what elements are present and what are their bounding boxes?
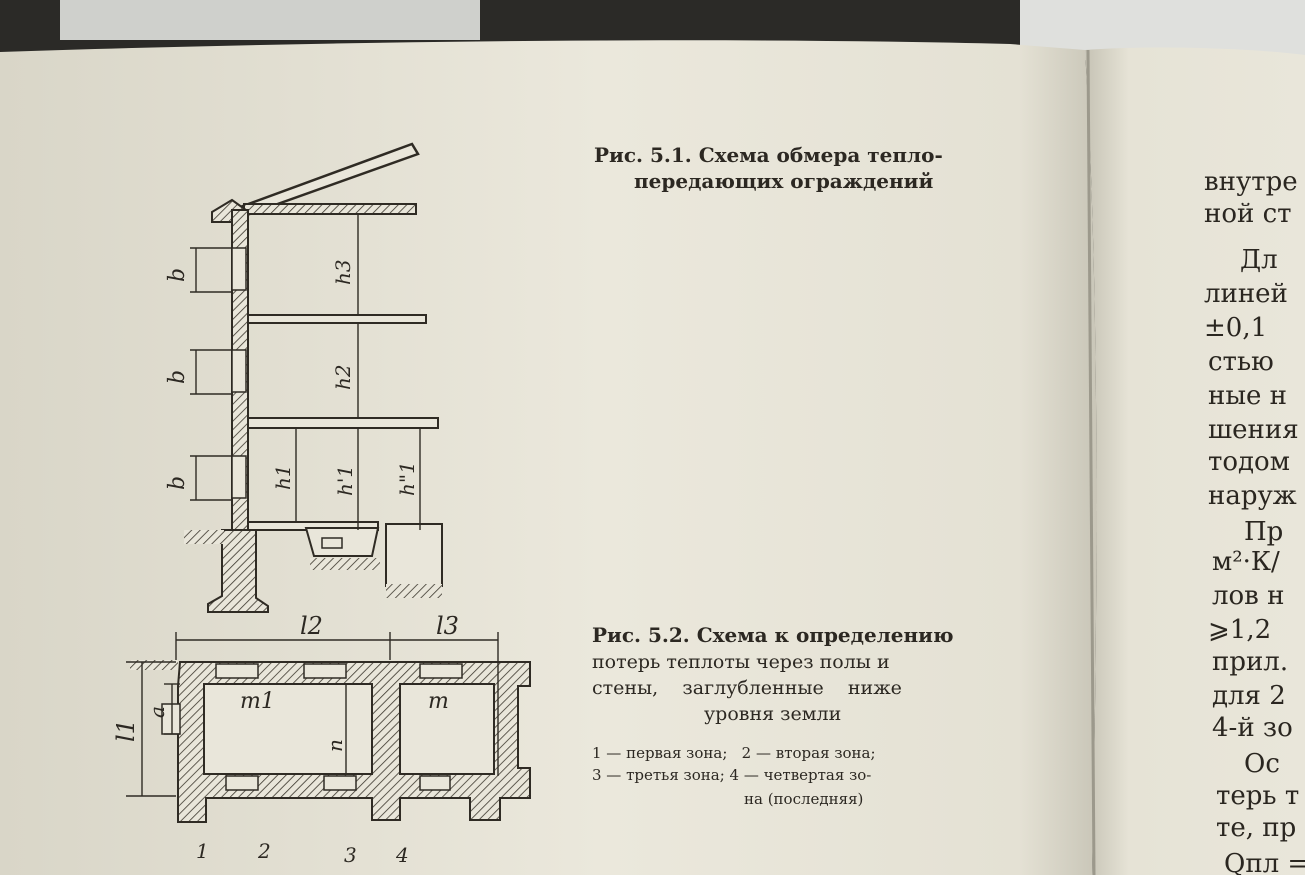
fig2-label-l1: l1 [112, 719, 140, 742]
fig2-legend-line2: 3 — третья зона; 4 — четвертая зо- [592, 766, 871, 784]
fig2-caption-line4: уровня земли [704, 703, 841, 725]
right-page-text: внутре ной ст Дл линей ±0,1 стью ные н ш… [1204, 167, 1305, 875]
basement-bottom [386, 584, 442, 598]
right-line-6: стью [1208, 347, 1274, 377]
basement-pit [385, 523, 443, 587]
attic-slab [243, 203, 417, 215]
window-2 [231, 349, 247, 393]
floor-slab-2 [247, 417, 439, 429]
fig2-label-l2: l2 [300, 612, 323, 640]
channel-pipe [321, 537, 343, 549]
fig2-legend-line3: на (последняя) [744, 790, 863, 808]
fig1-label-h3: h3 [331, 259, 355, 285]
window-1 [231, 455, 247, 499]
right-line-14: ⩾1,2 [1208, 615, 1271, 645]
right-line-16: для 2 [1212, 681, 1286, 711]
plan-windows [215, 663, 463, 791]
zone-number-2: 2 [257, 839, 271, 863]
right-line-12: м²·К/ [1212, 547, 1280, 577]
figure-5-2-drawing [126, 632, 531, 823]
right-line-8: шения [1208, 415, 1299, 445]
figure-5-1-drawing [184, 142, 443, 613]
plan-ground-left [130, 660, 178, 670]
fig2-label-l3: l3 [436, 612, 459, 640]
right-line-18: Ос [1244, 749, 1280, 779]
right-line-13: лов н [1212, 581, 1284, 611]
right-line-5: ±0,1 [1204, 313, 1267, 343]
right-line-20: те, пр [1216, 813, 1296, 843]
background-paper-stack [60, 0, 480, 40]
plan-room-1 [203, 683, 373, 775]
book-gutter [1086, 49, 1096, 875]
right-line-1: внутре [1204, 167, 1298, 197]
right-line-3: Дл [1240, 245, 1278, 275]
fig1-label-b-1: b [165, 476, 190, 490]
zone-number-4: 4 [395, 843, 409, 867]
zone-number-1: 1 [196, 839, 209, 863]
right-line-19: терь т [1216, 781, 1299, 811]
fig1-label-h1: h1 [271, 464, 295, 490]
fig1-caption-line2: передающих ограждений [634, 169, 933, 193]
dimension-lines [190, 214, 421, 530]
right-line-11: Пр [1244, 517, 1283, 547]
foundation [207, 529, 269, 613]
ground-line-left [184, 530, 224, 544]
ground-under-channel [310, 558, 380, 570]
fig1-label-b-3: b [165, 268, 190, 282]
fig2-caption-line1: Рис. 5.2. Схема к определению [592, 623, 954, 647]
fig2-label-n: n [323, 739, 347, 752]
fig1-label-h1-prime: h'1 [333, 465, 357, 496]
fig2-label-a: a [145, 706, 169, 718]
right-line-10: наруж [1208, 481, 1297, 511]
fig1-label-b-2: b [165, 370, 190, 384]
floor-slab-3 [247, 314, 427, 324]
right-line-2: ной ст [1204, 199, 1292, 229]
fig1-caption-line1: Рис. 5.1. Схема обмера тепло- [594, 143, 943, 167]
right-page [1085, 47, 1305, 875]
fig2-label-m1: m1 [240, 689, 275, 714]
zone-number-3: 3 [344, 843, 357, 867]
right-line-17: 4-й зо [1212, 713, 1293, 743]
fig1-label-h1-double-prime: h"1 [395, 461, 419, 496]
fig2-caption-line3: стены, заглубленные ниже [592, 677, 902, 699]
fig2-caption-line2: потерь теплоты через полы и [592, 651, 890, 673]
plan-room-2 [399, 683, 495, 775]
right-line-4: линей [1204, 279, 1288, 309]
right-line-7: ные н [1208, 381, 1287, 411]
right-line-21: Qпл = [1224, 849, 1305, 875]
fig2-label-m: m [428, 689, 449, 714]
fig1-label-h2: h2 [331, 364, 355, 390]
fig2-legend-line1: 1 — первая зона; 2 — вторая зона; [592, 744, 876, 762]
right-line-9: тодом [1208, 447, 1290, 477]
right-line-15: прил. [1212, 647, 1288, 677]
plan-dimension-lines [126, 632, 499, 797]
window-3 [231, 247, 247, 291]
